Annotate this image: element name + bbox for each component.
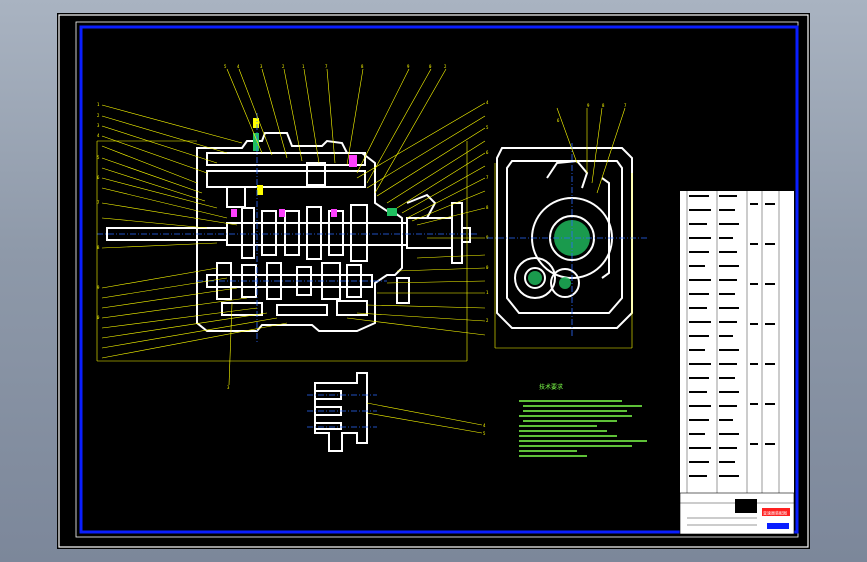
svg-text:7: 7	[624, 103, 627, 108]
svg-text:9: 9	[587, 103, 590, 108]
shift-fork-detail	[314, 372, 368, 452]
svg-text:8: 8	[97, 245, 100, 250]
svg-text:5: 5	[97, 155, 100, 160]
svg-text:2: 2	[444, 64, 447, 69]
svg-text:6: 6	[97, 175, 100, 180]
inner-frame-blue	[79, 25, 799, 534]
svg-text:0: 0	[97, 315, 100, 320]
main-view-centerlines	[97, 113, 477, 343]
svg-text:3: 3	[97, 123, 100, 128]
notes-text-lines	[519, 400, 647, 457]
svg-text:9: 9	[407, 64, 410, 69]
main-section-view	[106, 132, 471, 332]
svg-text:4: 4	[483, 423, 486, 428]
parts-list-table: 变速器装配图	[679, 191, 795, 535]
svg-text:3: 3	[227, 385, 230, 390]
svg-text:7: 7	[325, 64, 328, 69]
svg-text:0: 0	[429, 64, 432, 69]
technical-requirements: 技术要求	[519, 383, 647, 457]
svg-text:1: 1	[97, 102, 100, 107]
svg-text:0: 0	[486, 265, 489, 270]
svg-text:9: 9	[486, 235, 489, 240]
svg-text:2: 2	[97, 113, 100, 118]
svg-text:5: 5	[483, 431, 486, 436]
gearbox-assembly-drawing: 54 32 17 89 02 12 34 56 78 90 45 67 89 0…	[58, 14, 809, 548]
main-view-highlights	[231, 118, 397, 217]
main-view-balloon-labels: 5 4 3 2 1 7 8 9 0 2 1 2 3 4 5 6 7 8 9 0 4 5 6 7 8 9 0…	[97, 64, 489, 390]
svg-text:6: 6	[557, 118, 560, 123]
notes-heading: 技术要求	[539, 383, 563, 391]
main-view-leader-lines	[96, 68, 486, 386]
svg-text:9: 9	[97, 285, 100, 290]
svg-text:1: 1	[302, 64, 305, 69]
shift-fork-leaders	[366, 402, 483, 434]
svg-text:8: 8	[602, 103, 605, 108]
svg-text:2: 2	[282, 64, 285, 69]
side-view-balloon-labels: 9 8 7 6	[557, 103, 627, 123]
svg-text:5: 5	[224, 64, 227, 69]
side-view-leader-lines	[494, 107, 633, 349]
shift-fork-centerlines	[307, 394, 377, 428]
side-view-centerlines	[487, 143, 647, 338]
svg-text:3: 3	[260, 64, 263, 69]
svg-text:7: 7	[97, 200, 100, 205]
svg-text:1: 1	[486, 290, 489, 295]
svg-text:7: 7	[486, 175, 489, 180]
svg-text:8: 8	[486, 205, 489, 210]
outer-frame	[58, 14, 809, 548]
shift-fork-balloons: 45	[483, 423, 486, 436]
svg-text:4: 4	[486, 100, 489, 105]
svg-text:5: 5	[486, 125, 489, 130]
title-block-stamp: 变速器装配图	[763, 510, 787, 516]
svg-text:2: 2	[486, 318, 489, 323]
svg-text:4: 4	[97, 133, 100, 138]
svg-text:8: 8	[361, 64, 364, 69]
svg-text:6: 6	[486, 150, 489, 155]
title-block: 变速器装配图	[679, 492, 795, 535]
svg-text:4: 4	[237, 64, 240, 69]
parts-list-rows	[689, 195, 775, 477]
